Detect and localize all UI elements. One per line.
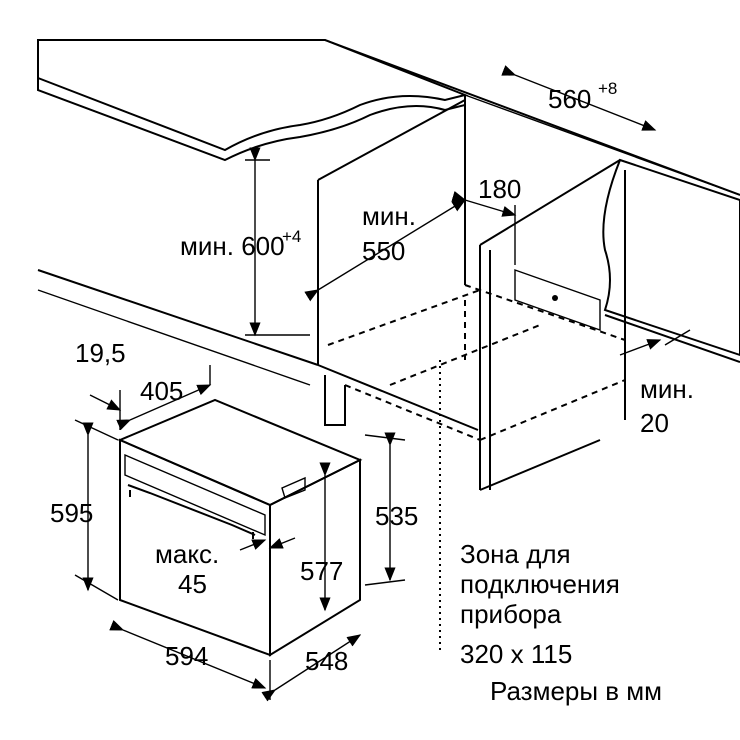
label-handle: 45: [178, 569, 207, 599]
connection-zone-line-2: подключения: [460, 569, 620, 599]
label-niche-width-tolerance: +8: [598, 79, 617, 98]
connection-zone-area: [514, 269, 601, 331]
connection-zone-line-4: 320 x 115: [460, 639, 572, 669]
label-niche-depth: 550: [362, 236, 405, 266]
dimension-lines: [74, 65, 691, 702]
label-depth-405: 405: [140, 376, 183, 406]
label-handle-prefix: макс.: [155, 539, 219, 569]
label-min-gap: 20: [640, 408, 669, 438]
label-offset-180: 180: [478, 174, 521, 204]
label-niche-height: мин. 600: [180, 231, 285, 261]
label-min-gap-prefix: мин.: [640, 374, 694, 404]
label-niche-depth-prefix: мин.: [362, 201, 416, 231]
niche-cabinet: [37, 99, 626, 441]
label-niche-width: 560: [548, 84, 591, 114]
connection-zone-line-1: Зона для: [460, 539, 571, 569]
oven: [117, 398, 363, 657]
label-oven-depth: 548: [305, 646, 348, 676]
units-note: Размеры в мм: [490, 676, 662, 706]
countertop: [37, 39, 740, 196]
right-cabinet: [479, 158, 740, 491]
connection-zone-line-3: прибора: [460, 599, 562, 629]
label-oven-width: 594: [165, 641, 208, 671]
label-oven-height: 595: [50, 498, 93, 528]
label-front-thickness: 19,5: [75, 338, 126, 368]
label-height-577: 577: [300, 556, 343, 586]
label-niche-height-tolerance: +4: [282, 227, 301, 246]
label-height-535: 535: [375, 501, 418, 531]
